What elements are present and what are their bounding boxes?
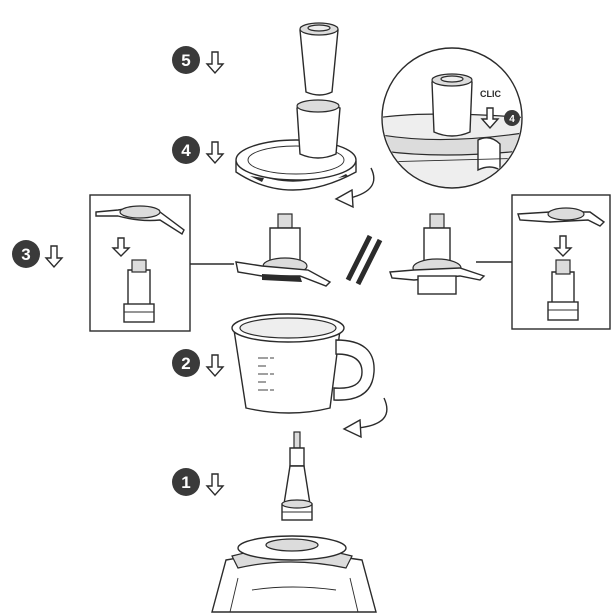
- step-5-down-arrow-icon: [205, 51, 225, 75]
- lid-part: [235, 99, 357, 191]
- step-3-down-arrow-icon: [44, 245, 64, 269]
- step-2-down-arrow-icon: [205, 354, 225, 378]
- left-box-down-arrow-icon: [111, 237, 131, 257]
- step-5-label: 5: [172, 46, 225, 75]
- clic-callout: CLIC 4: [381, 47, 523, 189]
- left-detail-box: [89, 194, 191, 332]
- clic-down-arrow-icon: [480, 107, 500, 130]
- motor-shaft-part: [281, 431, 313, 521]
- step-3-badge: [12, 240, 40, 268]
- callout-step-number: 4: [509, 114, 515, 125]
- step-1-label: 1: [172, 468, 225, 497]
- step-5-number: 5: [181, 51, 190, 70]
- right-box-down-arrow-icon: [553, 235, 573, 257]
- step-4-down-arrow-icon: [205, 141, 225, 165]
- step-2-label: 2: [172, 349, 225, 378]
- step-1-down-arrow-icon: [205, 473, 225, 497]
- step-4-number: 4: [181, 141, 191, 160]
- callout-step-badge: 4: [504, 110, 520, 126]
- right-detail-box: [511, 194, 611, 330]
- step-1-number: 1: [181, 473, 190, 492]
- step-2-number: 2: [181, 354, 190, 373]
- bowl-part: [231, 313, 375, 414]
- lid-rotate-arrow-icon: [334, 167, 375, 209]
- bowl-measurement-marks: [258, 357, 274, 391]
- blade-assembly-right: [389, 213, 486, 295]
- clic-label: CLIC: [480, 89, 501, 99]
- motor-base: [211, 535, 377, 613]
- step-3-label: 3: [12, 240, 64, 269]
- step-3-number: 3: [21, 245, 30, 264]
- step-2-badge: [172, 349, 200, 377]
- step-1-badge: [172, 468, 200, 496]
- step-4-badge: [172, 136, 200, 164]
- blade-assembly-left: [235, 213, 332, 287]
- step-5-badge: [172, 46, 200, 74]
- step-4-label: 4: [172, 136, 225, 165]
- bowl-rotate-arrow-icon: [342, 397, 388, 439]
- alternative-separator-icon: [345, 234, 383, 286]
- pusher-part: [299, 22, 339, 96]
